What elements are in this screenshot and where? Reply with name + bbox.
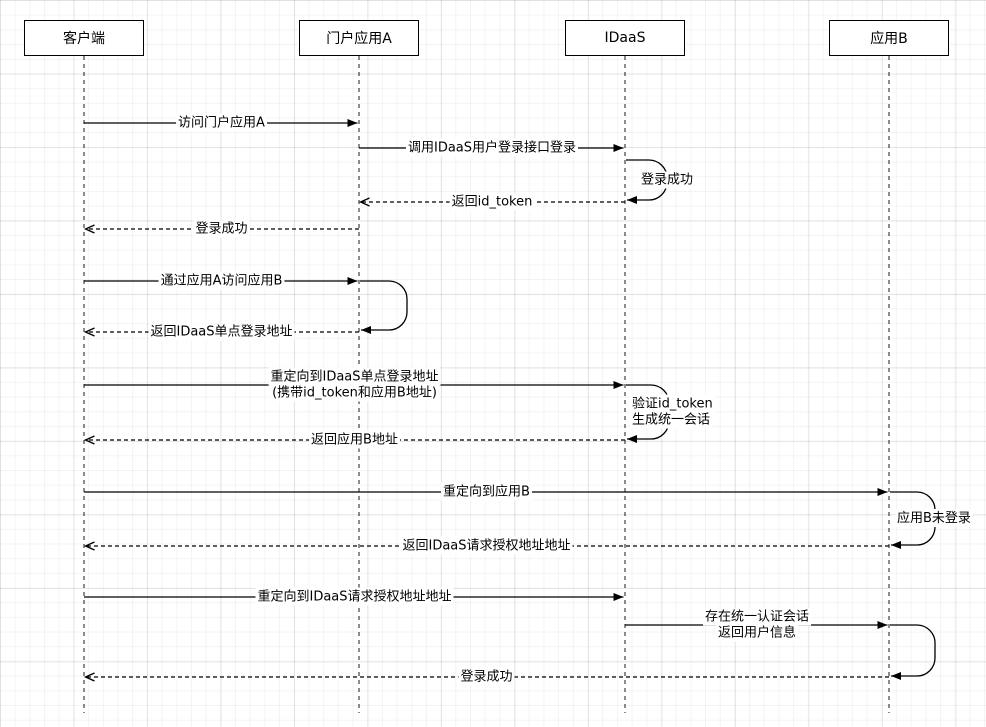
message-label: 返回应用B地址 [311, 432, 398, 448]
label-background [639, 171, 696, 189]
message-label: 访问门户应用A [178, 115, 265, 131]
message-label: 重定向到应用B [443, 484, 530, 500]
message-label: 返回IDaaS请求授权地址地址 [402, 538, 570, 554]
label-background [255, 587, 454, 606]
actor-label-client: 客户端 [63, 31, 105, 47]
message-11: 返回应用B地址 [83, 430, 625, 449]
message-1: 访问门户应用A [84, 113, 358, 132]
self-loop-line [890, 624, 936, 680]
actor-box-client: 客户端 [24, 20, 144, 56]
label-background [630, 394, 715, 413]
label-background [895, 509, 973, 527]
messages-layer: 访问门户应用A调用IDaaS用户登录接口登录登录成功返回id_token登录成功… [83, 113, 973, 686]
message-label: 重定向到IDaaS单点登录地址 [270, 369, 438, 385]
label-background [270, 383, 439, 402]
actor-box-portalA: 门户应用A [299, 20, 419, 56]
actor-box-idaas: IDaaS [565, 20, 685, 56]
message-label: (携带id_token和应用B地址) [272, 385, 437, 401]
message-4: 返回id_token [358, 193, 625, 211]
actor-label-idaas: IDaaS [604, 30, 646, 46]
message-label: 登录成功 [460, 670, 512, 685]
self-message-3: 登录成功 [626, 159, 696, 204]
label-background [158, 271, 285, 290]
message-2: 调用IDaaS用户登录接口登录 [359, 138, 624, 157]
message-9: 重定向到IDaaS单点登录地址(携带id_token和应用B地址) [84, 367, 624, 402]
message-label: 存在统一认证会话 [705, 610, 809, 625]
message-5: 登录成功 [83, 220, 359, 238]
message-8: 返回IDaaS单点登录地址 [83, 323, 359, 341]
message-label: 验证id_token [632, 396, 713, 412]
message-14: 返回IDaaS请求授权地址地址 [83, 536, 889, 555]
actor-label-appB: 应用B [870, 31, 908, 47]
message-label: 返回id_token [452, 195, 533, 210]
label-background [715, 623, 799, 642]
message-15: 重定向到IDaaS请求授权地址地址 [84, 587, 624, 606]
label-background [630, 411, 713, 429]
label-background [441, 482, 532, 501]
message-label: 调用IDaaS用户登录接口登录 [408, 140, 576, 156]
message-label: 登录成功 [641, 173, 693, 188]
label-background [458, 668, 515, 686]
message-label: 重定向到IDaaS请求授权地址地址 [257, 589, 451, 605]
label-background [400, 536, 573, 555]
label-background [268, 367, 441, 386]
message-label: 应用B未登录 [897, 510, 971, 526]
message-12: 重定向到应用B [84, 482, 888, 501]
self-message-17 [890, 624, 936, 680]
message-label: 生成统一会话 [632, 413, 710, 428]
self-message-7 [360, 280, 408, 334]
label-background [176, 113, 268, 132]
self-loop-line [360, 280, 408, 334]
message-label: 登录成功 [195, 222, 247, 237]
self-message-13: 应用B未登录 [890, 491, 973, 549]
message-18: 登录成功 [83, 668, 889, 686]
message-6: 通过应用A访问应用B [84, 271, 358, 290]
label-background [193, 220, 250, 238]
label-background [702, 608, 812, 626]
actor-box-appB: 应用B [829, 20, 949, 56]
label-background [405, 138, 579, 157]
message-label: 返回用户信息 [718, 625, 796, 641]
message-label: 通过应用A访问应用B [161, 273, 283, 289]
label-background [309, 430, 400, 449]
label-background [449, 193, 535, 211]
message-label: 返回IDaaS单点登录地址 [150, 325, 292, 340]
label-background [148, 323, 295, 341]
actor-label-portalA: 门户应用A [326, 31, 392, 47]
